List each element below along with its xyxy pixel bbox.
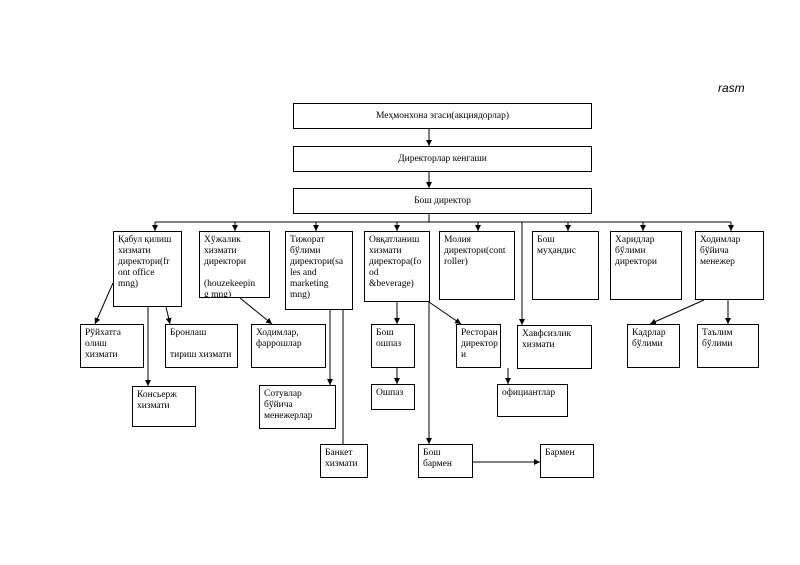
node-shareholders: Меҳмонхона эгаси(акциядорлар)	[293, 103, 592, 129]
node-front-office-director: Қабул қилиш хизмати директори(fr ont off…	[113, 231, 182, 307]
node-bartender: Бармен	[540, 444, 594, 478]
node-sales-managers: Сотувлар бўйича менежерлар	[259, 385, 336, 429]
node-restaurant-director: Ресторан директор и	[456, 324, 501, 368]
node-general-director: Бош директор	[293, 188, 592, 214]
node-personnel-department: Кадрлар бўлими	[627, 324, 680, 368]
node-chief-engineer: Бош муҳандис	[532, 231, 599, 300]
node-concierge-service: Консьерж хизмати	[132, 386, 196, 427]
node-booking-service: Бронлаш тириш хизмати	[165, 324, 238, 368]
node-housekeeping-director: Хўжалик хизмати директори (houzekeepin g…	[199, 231, 270, 298]
node-staff-maids: Ходимлар, фаррошлар	[251, 324, 326, 368]
node-fnb-director: Овқатланиш хизмати директора(fo od &beve…	[364, 231, 430, 302]
node-head-bartender: Бош бармен	[418, 444, 473, 478]
node-sales-director: Тижорат бўлими директори(sa les and mark…	[285, 231, 353, 310]
node-board: Директорлар кенгаши	[293, 146, 592, 172]
node-waiters: официантлар	[497, 384, 568, 417]
node-security-service: Хавфсизлик хизмати	[517, 325, 592, 369]
node-registration-service: Рўйхатга олиш хизмати	[80, 324, 144, 368]
figure-caption: rasm	[718, 81, 745, 95]
node-hr-manager: Ходимлар бўйича менежер	[695, 231, 764, 300]
node-training-department: Таълим бўлими	[697, 324, 759, 368]
node-purchasing-director: Харидлар бўлими директори	[610, 231, 682, 300]
node-head-chef: Бош ошпаз	[371, 324, 415, 368]
node-banquet-service: Банкет хизмати	[320, 444, 368, 478]
node-finance-director: Молия директори(cont roller)	[439, 231, 515, 300]
node-cook: Ошпаз	[371, 384, 415, 410]
